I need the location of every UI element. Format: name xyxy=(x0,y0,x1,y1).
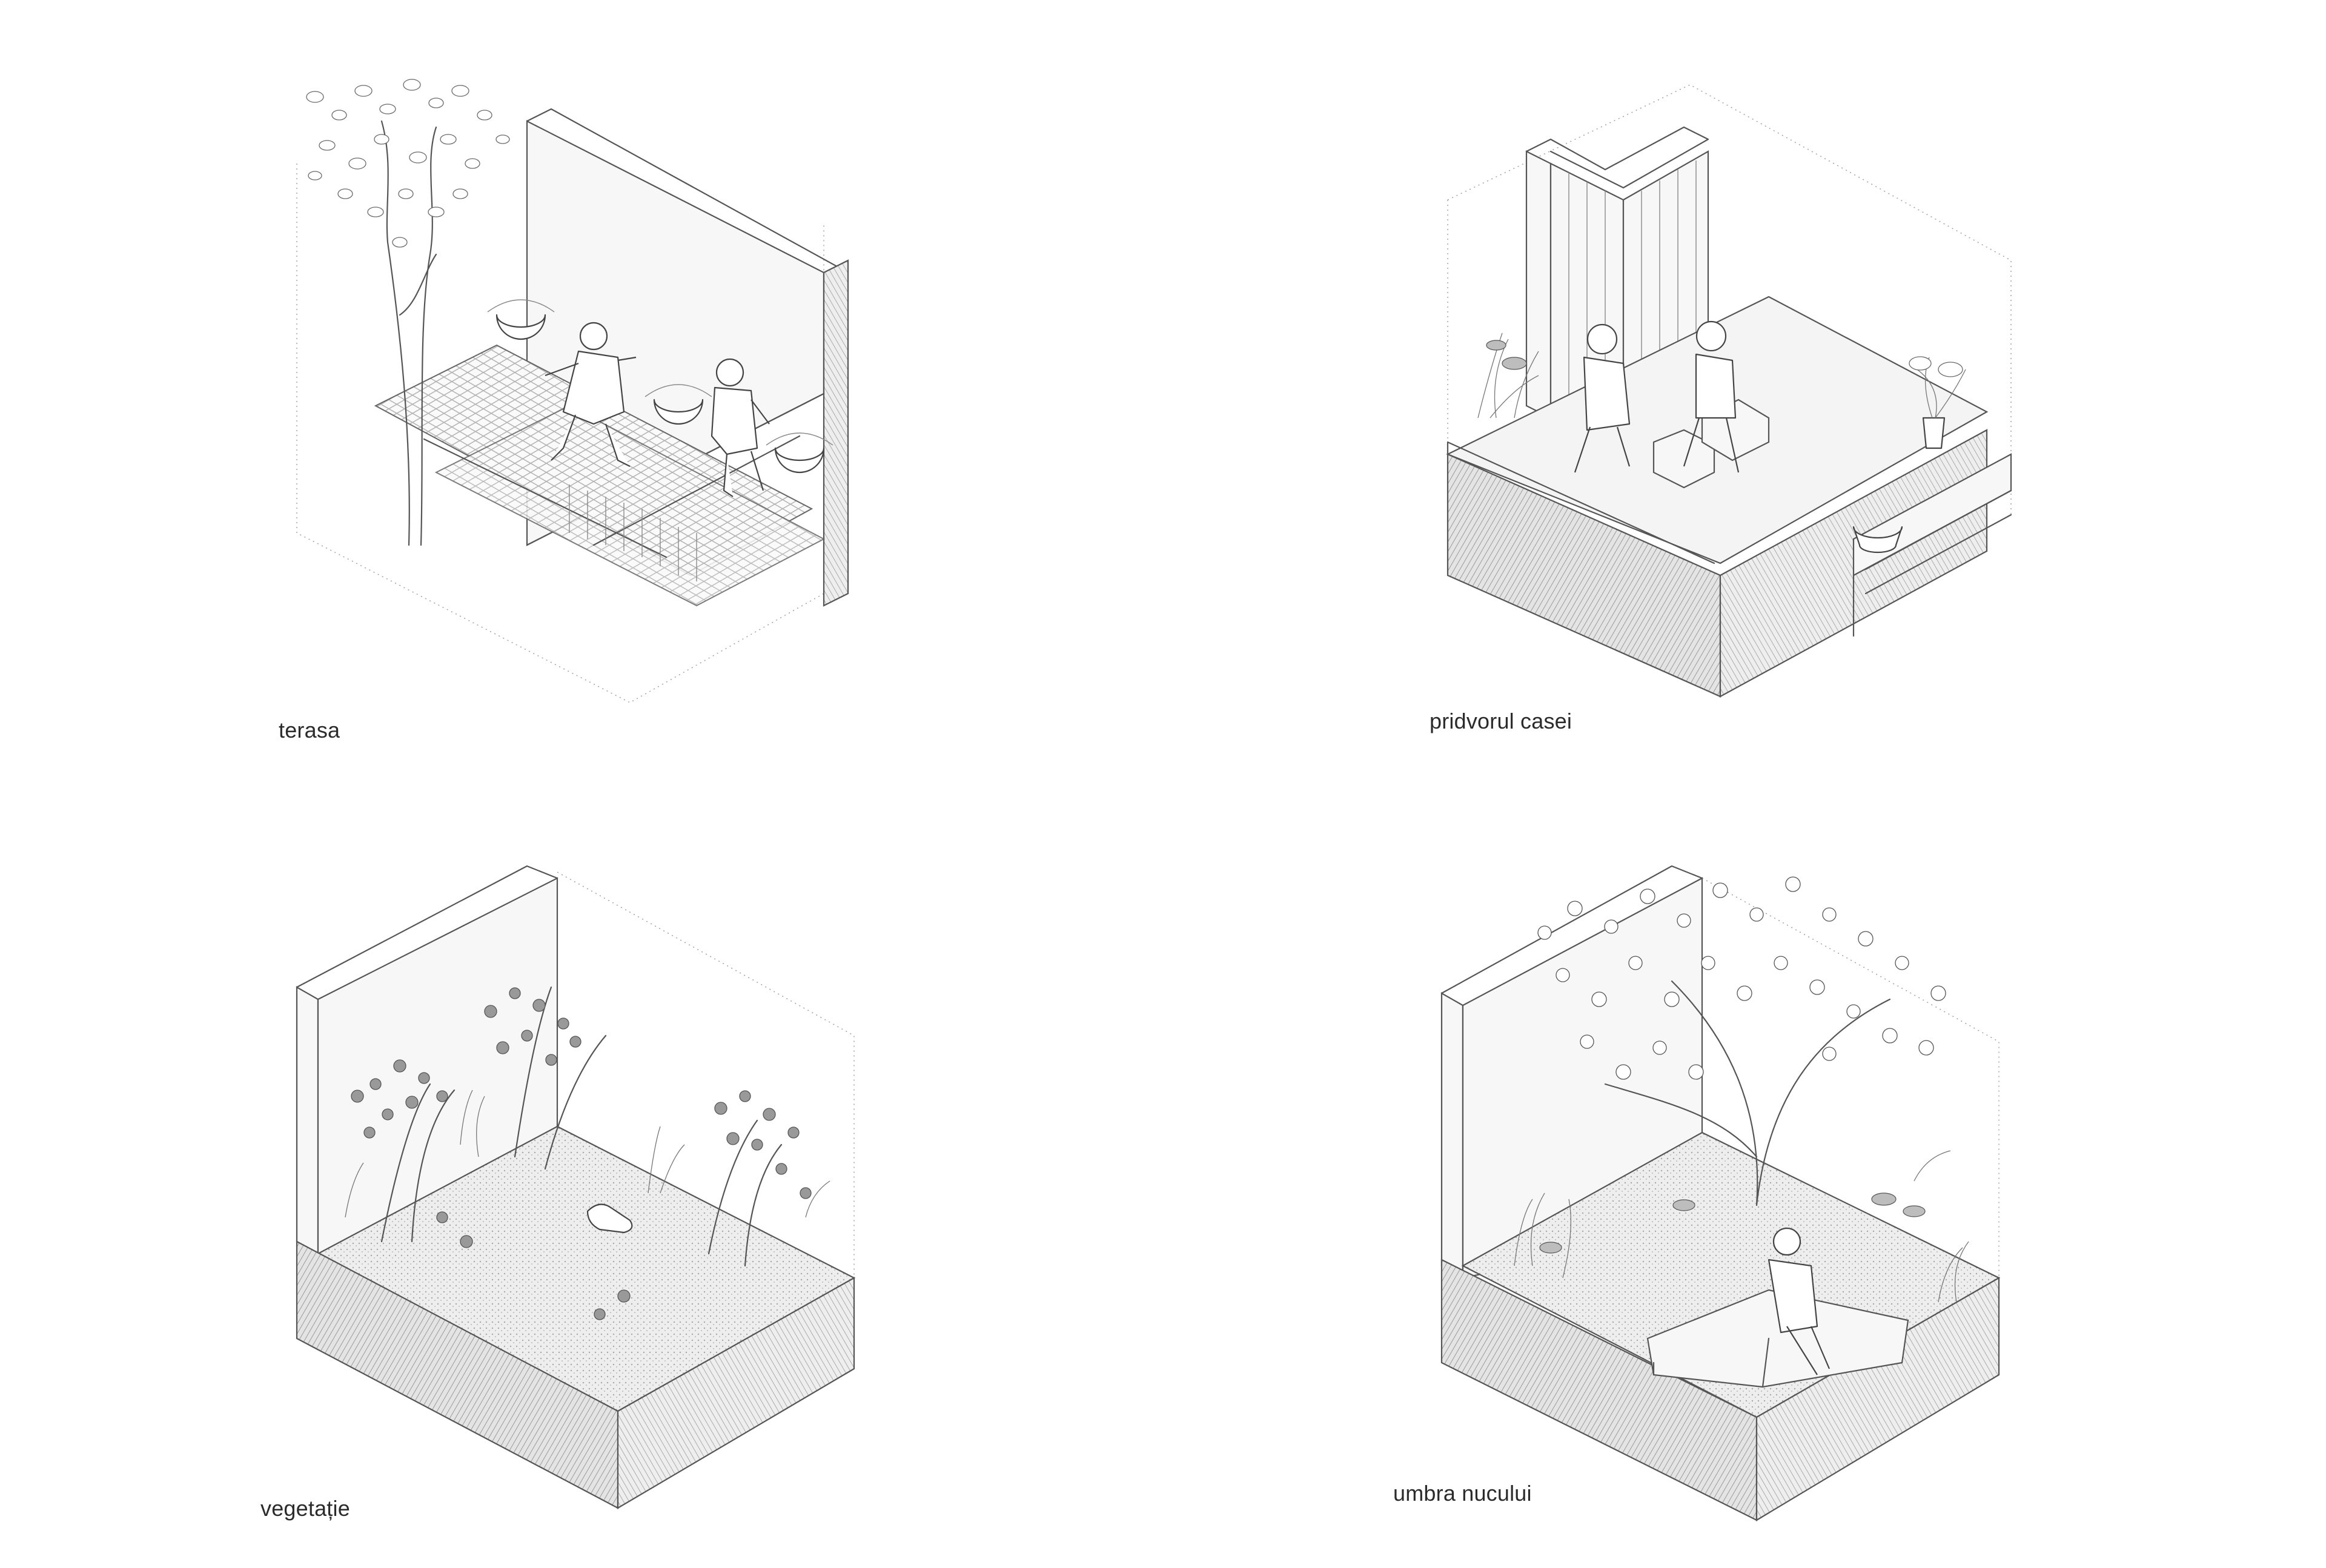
terasa-children xyxy=(545,322,770,497)
vegetatie-cat xyxy=(586,1203,633,1234)
terasa-axonometry xyxy=(296,79,849,703)
pridvorul-people xyxy=(1574,320,1740,473)
pridvorul-axonometry xyxy=(1446,84,2012,698)
umbra-axonometry xyxy=(1440,865,2001,1521)
vegetatie-axonometry xyxy=(296,865,856,1509)
caption-vegetatie: vegetație xyxy=(260,1496,350,1521)
terasa-planters xyxy=(487,299,833,474)
umbra-person xyxy=(1768,1227,1831,1375)
panel-pridvorul: pridvorul casei xyxy=(1430,79,2035,757)
umbra-plants xyxy=(1514,1150,1969,1303)
caption-terasa: terasa xyxy=(279,718,340,743)
terasa-bars xyxy=(569,485,697,581)
caption-pridvorul: pridvorul casei xyxy=(1430,709,1572,733)
terasa-tree xyxy=(306,79,510,546)
panel-umbra: umbra nucului xyxy=(1393,842,2059,1538)
pridvorul-plants xyxy=(1477,332,1966,554)
caption-umbra: umbra nucului xyxy=(1393,1481,1532,1506)
vegetatie-shrubs xyxy=(345,986,830,1320)
vegetatie-wall xyxy=(296,986,319,1255)
panel-vegetatie: vegetație xyxy=(260,854,927,1544)
umbra-wall xyxy=(1440,992,1464,1279)
panel-terasa: terasa xyxy=(279,73,884,743)
umbra-walnut-tree xyxy=(1537,876,1946,1206)
